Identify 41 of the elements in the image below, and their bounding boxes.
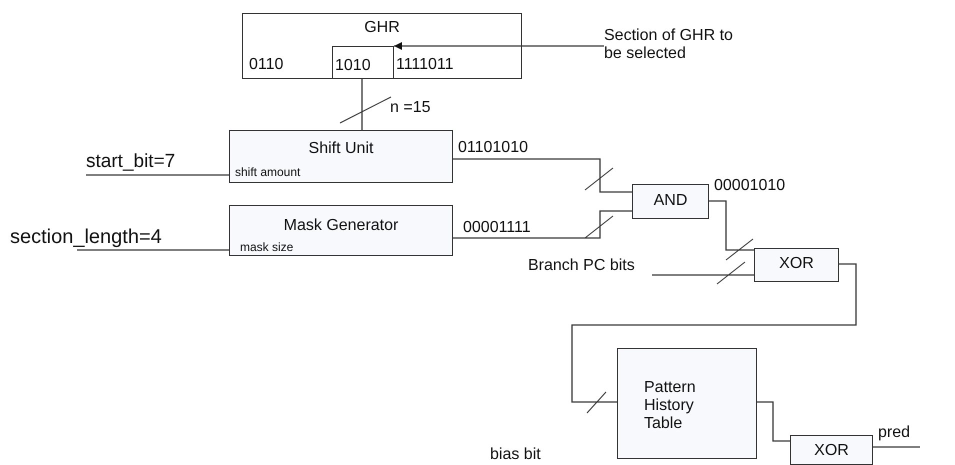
table-box xyxy=(617,348,757,459)
connector-line xyxy=(77,249,229,251)
connector-line xyxy=(453,210,632,239)
input-label: Branch PC bits xyxy=(528,257,718,275)
edge-label: 00001111 xyxy=(463,219,531,237)
input-label: bias bit xyxy=(490,446,541,464)
box-title: Shift Unit xyxy=(308,140,374,158)
arrow xyxy=(394,42,604,50)
box-title: XOR xyxy=(778,255,815,273)
selected-section-box xyxy=(332,46,394,79)
register-box xyxy=(242,13,522,79)
process-box xyxy=(229,130,453,183)
connector-line xyxy=(86,174,229,176)
edge-label: n =15 xyxy=(390,99,430,117)
box-title: Pattern History Table xyxy=(644,379,697,433)
bit-field: 1111011 xyxy=(396,56,454,74)
bit-field: 0110 xyxy=(249,56,284,74)
output-label: pred xyxy=(878,424,920,447)
edge-label: 00001010 xyxy=(714,177,786,195)
box-title: XOR xyxy=(813,442,850,460)
connector-line xyxy=(361,79,363,130)
gate-box xyxy=(790,435,873,465)
gate-box xyxy=(632,184,709,219)
box-subtitle: shift amount xyxy=(235,165,300,179)
connector-line xyxy=(571,263,857,403)
connector-line xyxy=(652,274,754,276)
input-label: start_bit=7 xyxy=(86,151,176,175)
box-subtitle: mask size xyxy=(240,240,294,254)
connector-line xyxy=(873,446,920,448)
connector-line xyxy=(757,401,790,442)
gate-box xyxy=(754,248,839,282)
process-box xyxy=(229,205,453,256)
bit-field: 1010 xyxy=(335,57,371,75)
box-title: Mask Generator xyxy=(282,217,400,235)
connector-line xyxy=(709,200,754,251)
connector-line xyxy=(453,158,632,193)
annotation-text: Section of GHR to be selected xyxy=(604,27,754,67)
edge-label: 01101010 xyxy=(458,139,528,157)
box-title: AND xyxy=(652,192,688,210)
box-title: GHR xyxy=(363,19,401,37)
input-label: section_length=4 xyxy=(10,226,162,250)
